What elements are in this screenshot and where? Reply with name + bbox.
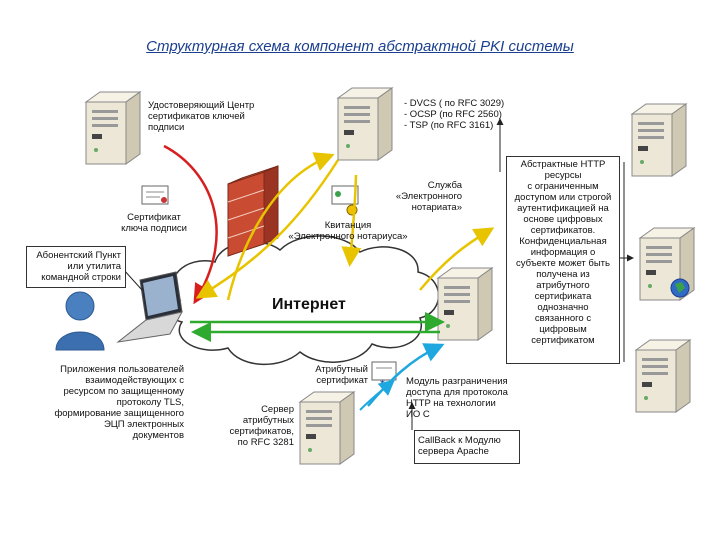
internet-label: Интернет [272,296,346,313]
yellow-arrow [341,174,362,267]
subscriber-point-label: Абонентский Пункт или утилита командной … [36,250,121,283]
yellow-arrow [226,152,335,301]
http-resources-label: Абстрактные HTTP ресурсы с ограниченным … [514,159,612,346]
cyan-arrow [367,343,445,407]
server-icon [631,103,687,177]
attr-server-label: Сервер атрибутных сертификатов, по RFC 3… [229,404,294,448]
user-icon [55,291,105,351]
yellow-arrow [195,159,340,299]
attr-server-icon [299,391,355,465]
callback-label: CallBack к Модулю сервера Apache [418,435,501,457]
subscriber-point-box: Абонентский Пункт или утилита командной … [26,246,126,288]
notary-server-icon [437,267,493,341]
red-arrow [163,144,218,305]
key-cert-label: Сертификат ключа подписи [121,212,187,234]
globe-icon [670,278,690,298]
diagram-title: Структурная схема компонент абстрактной … [146,38,574,55]
cyan-arrow [359,379,396,411]
receipt-label: Квитанция «Электронного нотариуса» [288,220,408,242]
client-apps-label: Приложения пользователей взаимодействующ… [54,364,184,441]
callback-box: CallBack к Модулю сервера Apache [414,430,520,464]
services-label: - DVCS ( по RFC 3029) - OCSP (по RFC 256… [404,98,505,131]
server-icon [635,339,691,413]
ca-server-icon [85,91,141,165]
laptop-icon [116,271,183,343]
certificate-icon [141,185,169,205]
certificate-icon [331,185,359,216]
access-module-label: Модуль разграничения доступа для протоко… [406,376,508,420]
services-server-icon [337,87,393,161]
ca-label: Удостоверяющий Центр сертификатов ключей… [148,100,255,133]
yellow-arrow [419,227,495,291]
attr-cert-label: Атрибутный сертификат [315,364,368,386]
http-resources-box: Абстрактные HTTP ресурсы с ограниченным … [506,156,620,364]
notary-service-label: Служба «Электронного нотариата» [395,180,462,213]
